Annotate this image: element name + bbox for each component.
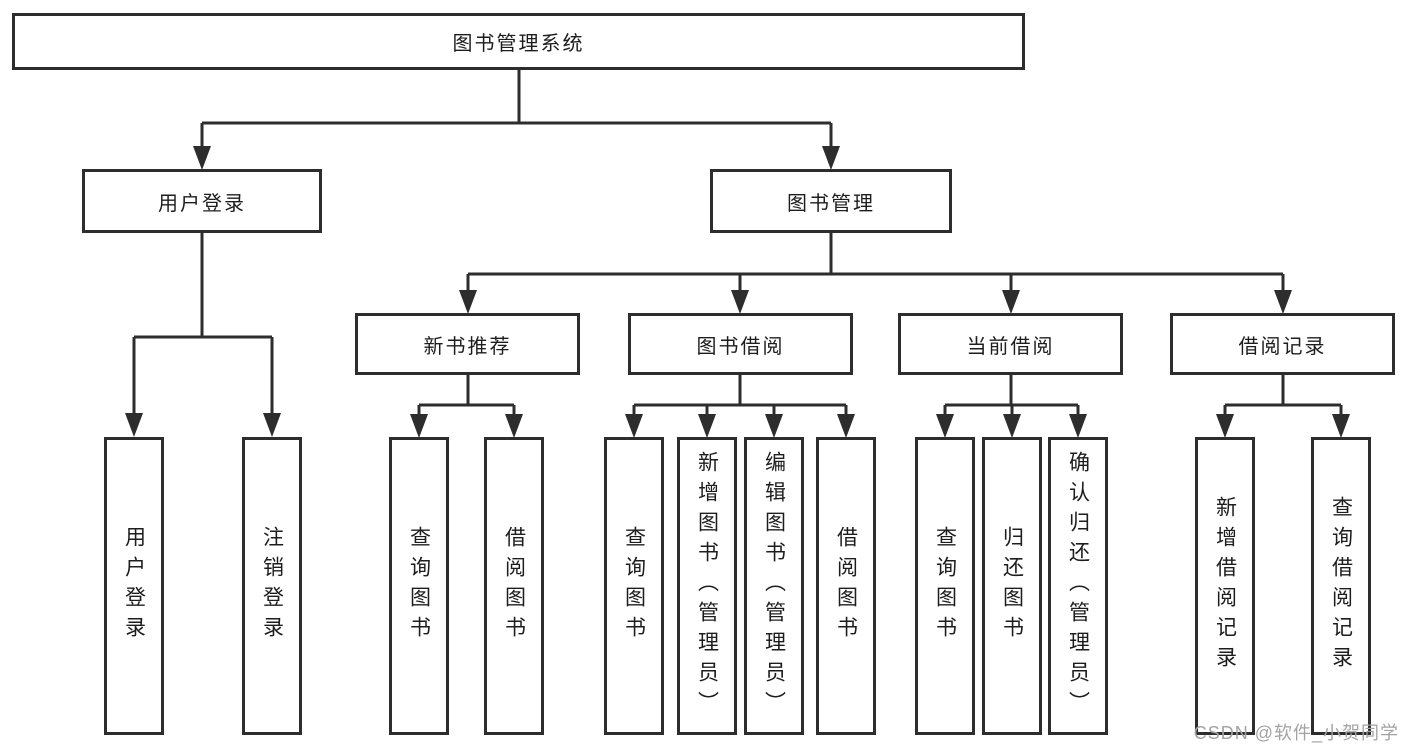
- node-user-login-leaf: 用户登录: [104, 437, 164, 735]
- node-label: 注销登录: [260, 526, 284, 646]
- node-label: 查询图书: [622, 526, 646, 646]
- connector-book-management-to-level2: [459, 233, 1292, 314]
- node-borrowing-records: 借阅记录: [1170, 313, 1395, 375]
- node-label: 借阅图书: [502, 526, 526, 646]
- node-query-books-current: 查询图书: [915, 437, 975, 735]
- node-user-login: 用户登录: [82, 169, 322, 233]
- node-label: 新增图书（管理员）: [695, 451, 719, 721]
- node-label: 用户登录: [122, 526, 146, 646]
- node-label: 查询图书: [933, 526, 957, 646]
- node-add-borrowing-record: 新增借阅记录: [1195, 437, 1255, 735]
- node-borrow-books-borrowing: 借阅图书: [816, 437, 876, 735]
- node-label: 图书管理系统: [452, 33, 585, 55]
- node-new-book-recommendation: 新书推荐: [355, 313, 580, 375]
- node-label: 新书推荐: [423, 335, 512, 358]
- node-confirm-return-admin: 确认归还（管理员）: [1048, 437, 1108, 735]
- node-return-books: 归还图书: [982, 437, 1042, 735]
- node-book-borrowing: 图书借阅: [628, 313, 853, 375]
- connector-borrowing-records-to-leaves: [1216, 375, 1350, 438]
- node-label: 用户登录: [158, 192, 246, 215]
- connector-current-borrowing-to-leaves: [936, 375, 1087, 438]
- connector-root-to-level1: [193, 70, 840, 170]
- connector-new-book-recommendation-to-leaves: [410, 375, 523, 438]
- node-edit-books-admin: 编辑图书（管理员）: [744, 437, 804, 735]
- csdn-watermark: CSDN @软件_小贺同学: [1193, 723, 1399, 743]
- node-query-books-borrowing: 查询图书: [604, 437, 664, 735]
- node-label: 当前借阅: [966, 335, 1055, 358]
- connector-book-borrowing-to-leaves: [625, 375, 855, 438]
- node-add-books-admin: 新增图书（管理员）: [677, 437, 737, 735]
- node-label: 确认归还（管理员）: [1066, 451, 1090, 721]
- node-label: 图书借阅: [696, 335, 785, 358]
- connector-user-login-to-leaves: [125, 233, 281, 437]
- node-borrow-books-recommendation: 借阅图书: [484, 437, 544, 735]
- node-library-management-system: 图书管理系统: [12, 13, 1025, 70]
- node-query-books-recommendation: 查询图书: [389, 437, 449, 735]
- node-book-management: 图书管理: [710, 169, 952, 233]
- node-label: 图书管理: [787, 192, 875, 215]
- node-current-borrowing: 当前借阅: [898, 313, 1123, 375]
- node-label: 编辑图书（管理员）: [762, 451, 786, 721]
- node-label: 查询图书: [407, 526, 431, 646]
- node-label: 新增借阅记录: [1213, 496, 1237, 676]
- node-query-borrowing-record: 查询借阅记录: [1311, 437, 1371, 735]
- node-label: 归还图书: [1000, 526, 1024, 646]
- node-label: 查询借阅记录: [1329, 496, 1353, 676]
- node-label: 借阅图书: [834, 526, 858, 646]
- node-label: 借阅记录: [1238, 335, 1327, 358]
- node-logout: 注销登录: [242, 437, 302, 735]
